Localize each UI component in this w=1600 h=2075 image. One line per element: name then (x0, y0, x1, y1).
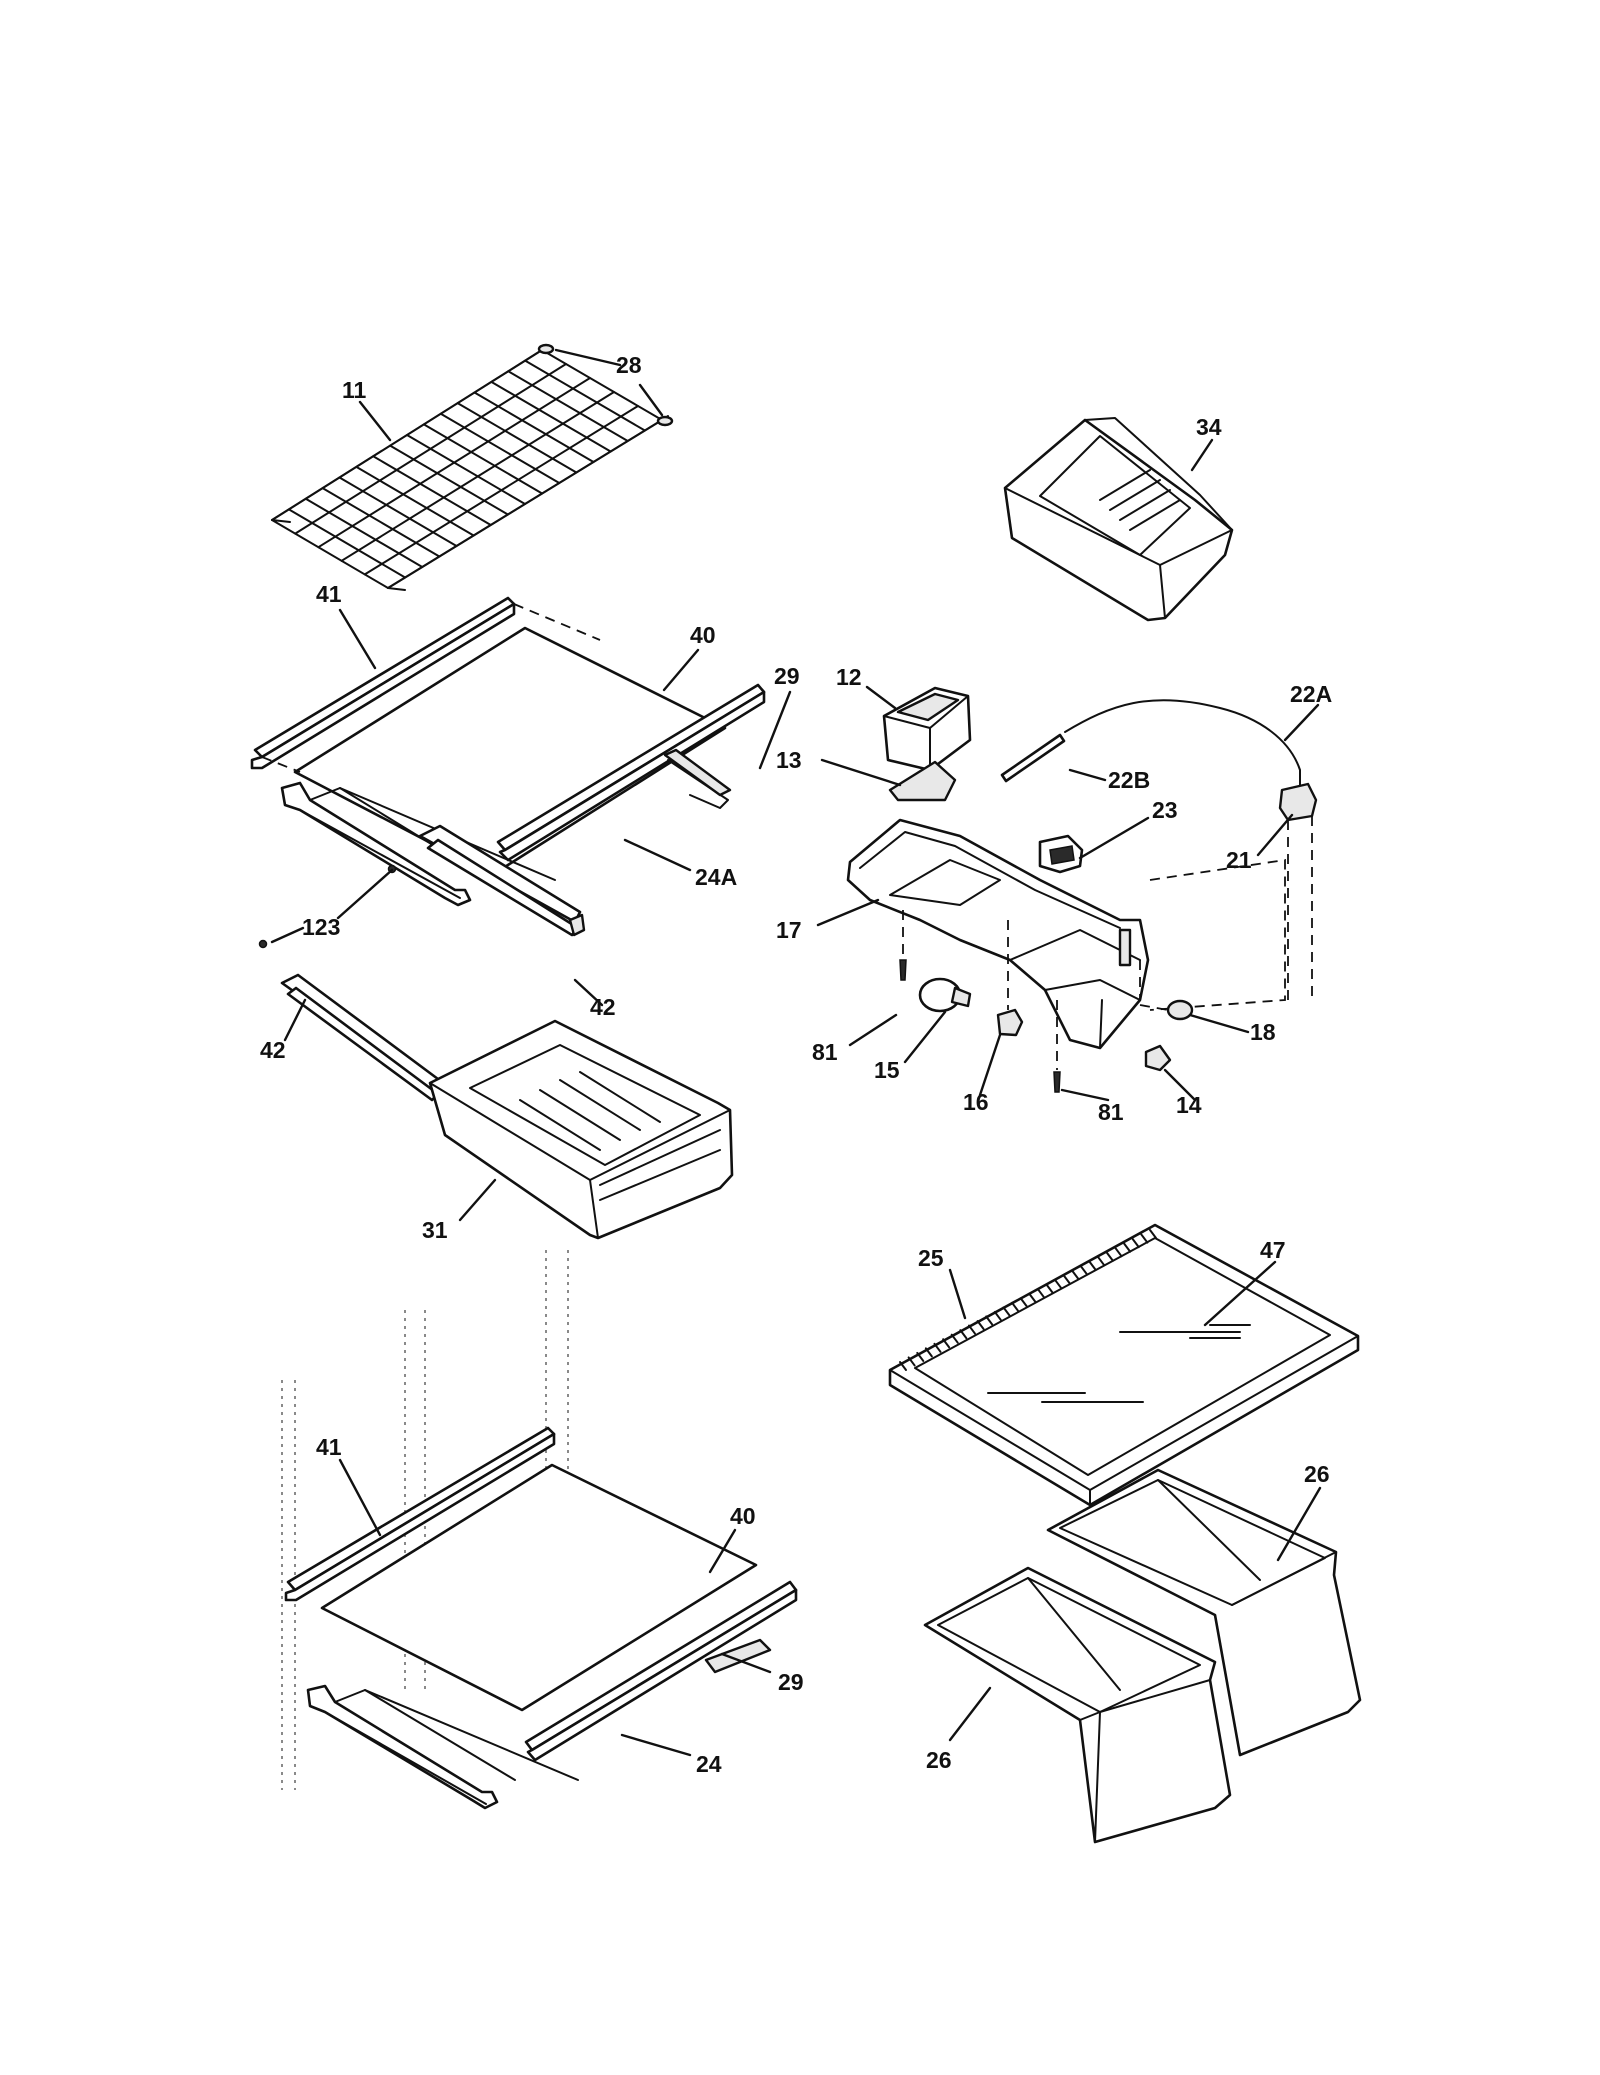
callout-42-right: 42 (590, 994, 616, 1020)
callout-22A: 22A (1290, 681, 1332, 707)
callout-41-bottom: 41 (316, 1434, 342, 1460)
feeder-part-12 (882, 686, 972, 772)
light-bulb-part-15 (918, 977, 972, 1013)
rear-trim-part-29-bottom (524, 1580, 798, 1762)
callout-123: 123 (302, 914, 340, 940)
callout-29-top: 29 (774, 663, 800, 689)
front-trim-part-41-bottom (284, 1426, 556, 1602)
callout-24: 24 (696, 1751, 722, 1777)
callout-labels: 11 28 34 41 40 29 24A 123 42 42 31 12 13… (260, 352, 1332, 1777)
knob-part-18 (1139, 999, 1194, 1021)
callout-12: 12 (836, 664, 862, 690)
callout-42-left: 42 (260, 1037, 286, 1063)
callout-26-left: 26 (926, 1747, 952, 1773)
switch-part-14 (1144, 1044, 1172, 1072)
callout-40-top: 40 (690, 622, 716, 648)
callout-47: 47 (1260, 1237, 1286, 1263)
callout-18: 18 (1250, 1019, 1276, 1045)
callout-16: 16 (963, 1089, 989, 1115)
rear-trim-part-29-top (496, 683, 766, 862)
callout-22B: 22B (1108, 767, 1150, 793)
drawer-part-31 (428, 1019, 734, 1240)
callout-11: 11 (342, 377, 367, 403)
callout-15: 15 (874, 1057, 900, 1083)
callout-28: 28 (616, 352, 642, 378)
glass-shelf-part-40-top (261, 603, 727, 877)
crisper-pan-part-26-right (1046, 1468, 1362, 1757)
callout-23: 23 (1152, 797, 1178, 823)
leader-lines (270, 348, 1322, 1757)
callout-13: 13 (776, 747, 802, 773)
glass-shelf-part-40-bottom (320, 1463, 758, 1712)
callout-31: 31 (422, 1217, 448, 1243)
callout-40-bottom: 40 (730, 1503, 756, 1529)
slide-rail-part-42-left (280, 973, 448, 1102)
callout-81-right: 81 (1098, 1099, 1124, 1125)
tube-part-22B (1000, 733, 1066, 783)
wire-shelf-part-11 (271, 345, 669, 591)
socket-part-16 (996, 920, 1024, 1037)
callout-17: 17 (776, 917, 802, 943)
glass-insert-part-47 (987, 1324, 1251, 1403)
screws-part-81 (899, 910, 1061, 1093)
callout-25: 25 (918, 1245, 944, 1271)
callout-29-bottom: 29 (778, 1669, 804, 1695)
thermostat-part-23 (1038, 834, 1084, 874)
callout-41-top: 41 (316, 581, 342, 607)
crisper-pan-part-26-left (923, 1566, 1232, 1844)
slide-rail-part-42-right (418, 824, 586, 937)
callout-21: 21 (1226, 847, 1252, 873)
control-part-21 (1278, 782, 1318, 1000)
shelf-frame-part-24 (306, 1684, 579, 1810)
crisper-cover-part-25 (888, 1223, 1360, 1507)
callout-26-right: 26 (1304, 1461, 1330, 1487)
cabinet-rails (281, 1250, 569, 1790)
callout-81-left: 81 (812, 1039, 838, 1065)
callout-24A: 24A (695, 864, 737, 890)
flapper-part-13 (888, 760, 957, 802)
capillary-part-22A (1064, 699, 1301, 791)
callout-14: 14 (1176, 1092, 1202, 1118)
bin-part-34 (1003, 417, 1234, 622)
end-caps-part-28 (537, 343, 674, 427)
callout-34: 34 (1196, 414, 1222, 440)
